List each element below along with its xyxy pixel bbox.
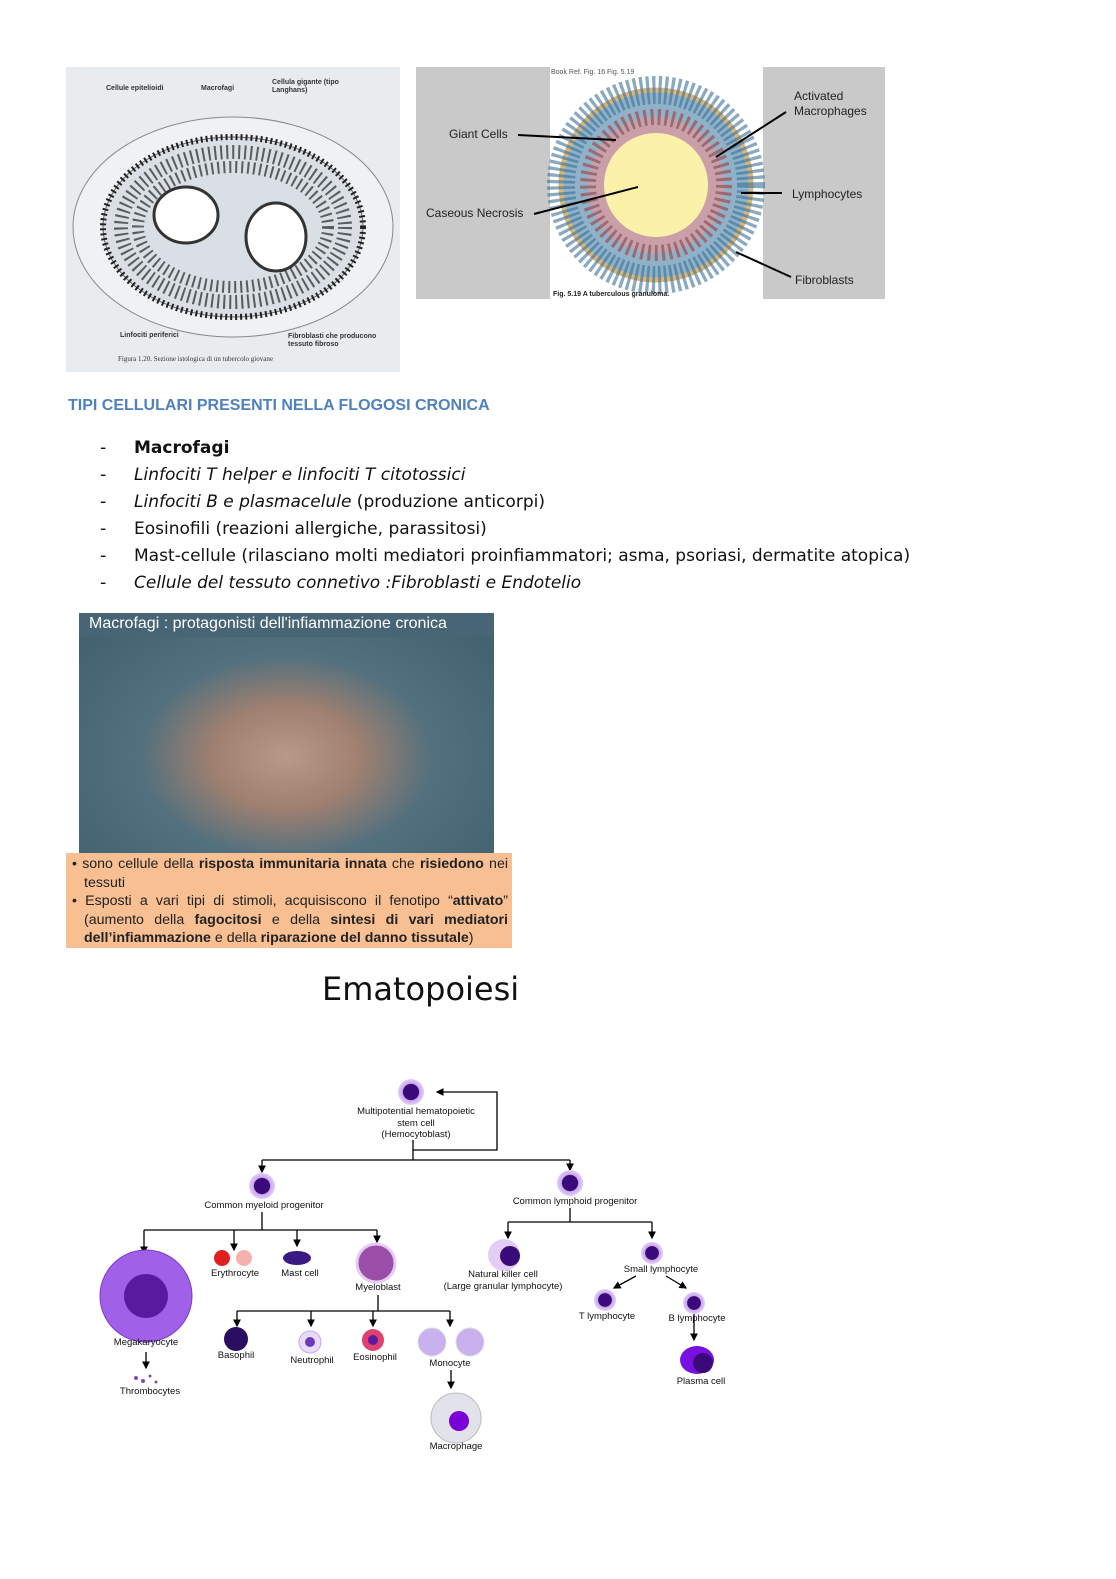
label-mast-cell: Mast cell	[281, 1268, 319, 1279]
label-lymphoid: Common lymphoid progenitor	[512, 1196, 638, 1207]
label-b-lymphocyte: B lymphocyte	[668, 1313, 726, 1324]
monocyte-icon	[417, 1327, 447, 1357]
item-text: Mast-cellule (rilasciano molti mediatori…	[134, 546, 911, 566]
item-text: Cellule del tessuto connetivo :Fibroblas…	[134, 573, 582, 593]
label-lymphocytes: Linfociti periferici	[120, 332, 179, 339]
label-small-lymphocyte: Small lymphocyte	[623, 1264, 699, 1275]
t-lymphocyte-icon	[594, 1289, 616, 1311]
granuloma-drawing	[517, 76, 792, 294]
label-macrophage: Macrophage	[429, 1441, 483, 1452]
item-text: Linfociti B e plasmacelule	[134, 492, 352, 512]
figure-caption: Figura 1.20. Sezione istologica di un tu…	[118, 355, 273, 363]
label-nk-cell: Natural killer cell(Large granular lymph…	[443, 1269, 563, 1292]
label-lymphocytes: Lymphocytes	[792, 187, 863, 201]
label-myeloid: Common myeloid progenitor	[204, 1200, 324, 1211]
slide-title: Macrofagi : protagonisti dell'infiammazi…	[79, 613, 494, 637]
bullet-1: • sono cellule della risposta immunitari…	[72, 856, 508, 891]
label-giant-cell: Cellula gigante (tipo Langhans)	[272, 79, 339, 94]
small-lymphocyte-icon	[641, 1242, 663, 1264]
label-caseous-necrosis: Caseous Necrosis	[426, 206, 524, 220]
label-fibroblasts: Fibroblasti che producono tessuto fibros…	[288, 333, 377, 348]
thrombocytes-icon	[134, 1374, 158, 1384]
lymphoid-progenitor-icon	[557, 1170, 583, 1196]
label-fibroblasts: Fibroblasts	[795, 273, 854, 287]
label-giant-cells: Giant Cells	[449, 127, 508, 141]
label-t-lymphocyte: T lymphocyte	[578, 1311, 636, 1322]
label-activated-macrophages: Activated Macrophages	[794, 89, 867, 118]
item-text: Linfociti T helper e linfociti T citotos…	[134, 465, 466, 485]
label-basophil: Basophil	[217, 1350, 255, 1361]
macrophage-notes: • sono cellule della risposta immunitari…	[66, 853, 512, 948]
bullet-2: • Esposti a vari tipi di stimoli, acquis…	[72, 893, 508, 946]
label-epithelioid: Cellule epitelioidi	[106, 85, 164, 92]
macrophage-photo: Macrofagi : protagonisti dell'infiammazi…	[79, 613, 494, 853]
figure-caption: Fig. 5.19 A tuberculous granuloma.	[553, 291, 670, 298]
figure-header: Book Ref. Fig. 16 Fig. 5.19	[551, 69, 635, 76]
item-note: (produzione anticorpi)	[351, 492, 545, 512]
label-macrophages: Macrofagi	[201, 85, 235, 92]
b-lymphocyte-icon	[683, 1292, 705, 1314]
item-text: Macrofagi	[134, 438, 230, 458]
basophil-icon	[224, 1327, 248, 1351]
myeloid-progenitor-icon	[249, 1173, 275, 1199]
label-thrombocytes: Thrombocytes	[119, 1386, 181, 1397]
label-megakaryocyte: Megakaryocyte	[113, 1337, 179, 1348]
myeloblast-icon	[355, 1242, 397, 1284]
label-erythrocyte: Erythrocyte	[210, 1268, 260, 1279]
section-heading: TIPI CELLULARI PRESENTI NELLA FLOGOSI CR…	[68, 397, 490, 414]
tubercle-drawing	[72, 116, 394, 338]
label-neutrophil: Neutrophil	[290, 1355, 334, 1366]
erythrocyte-icon	[214, 1250, 230, 1266]
label-monocyte: Monocyte	[429, 1358, 471, 1369]
label-eosinophil: Eosinophil	[353, 1352, 397, 1363]
hematopoiesis-title: Ematopoiesi	[322, 970, 520, 1008]
label-plasma-cell: Plasma cell	[676, 1376, 726, 1387]
mast-cell-icon	[283, 1251, 311, 1265]
stem-cell-icon	[398, 1079, 424, 1105]
granuloma-figure: Book Ref. Fig. 16 Fig. 5.19 Giant Cells …	[416, 67, 885, 299]
histology-figure: Cellule epitelioidi Macrofagi Cellula gi…	[66, 67, 400, 372]
label-myeloblast: Myeloblast	[355, 1282, 401, 1293]
item-text: Eosinofili (reazioni allergiche, parassi…	[134, 519, 487, 539]
